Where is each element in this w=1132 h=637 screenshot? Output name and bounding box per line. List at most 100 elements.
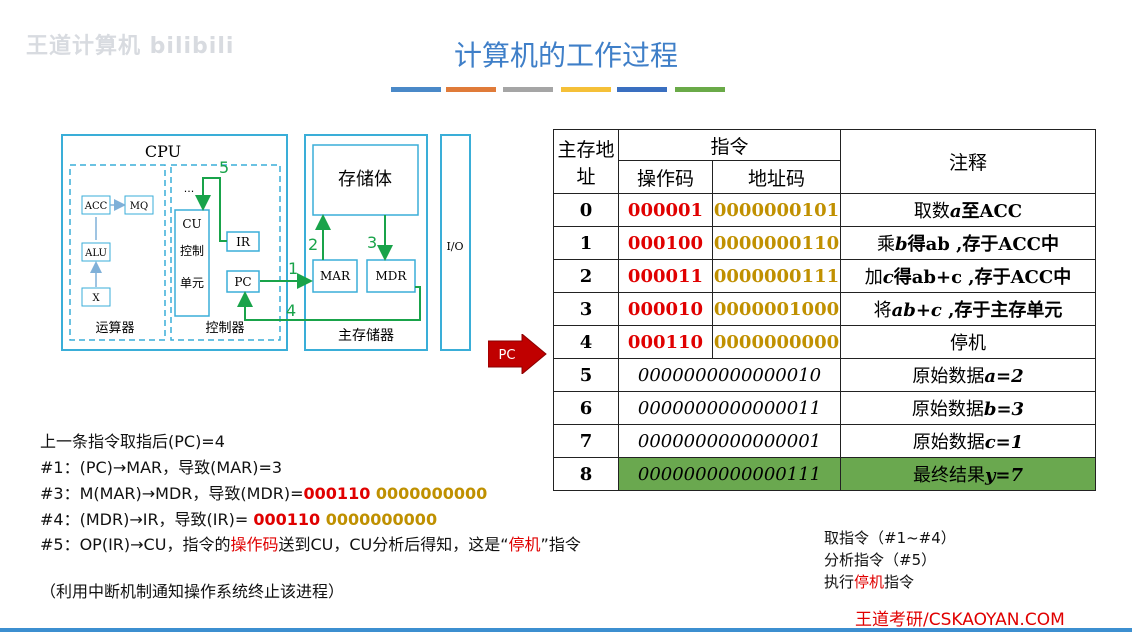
cpu-label: CPU <box>145 142 181 161</box>
row-address: 0000000000 <box>712 325 841 359</box>
mq-label: MQ <box>130 201 148 212</box>
pc-label: PC <box>234 275 251 289</box>
step-4: #4：(MDR)→IR，导致(IR)= 000110 0000000000 <box>40 510 438 529</box>
ir-label: IR <box>236 235 251 249</box>
step-3-label: 3 <box>367 233 377 252</box>
row-note: 原始数据a=2 <box>840 358 1096 392</box>
table-row: 4 000110 0000000000 停机 <box>553 325 1096 359</box>
row-note: 停机 <box>840 325 1096 359</box>
title-stripe-5 <box>617 87 667 92</box>
memory-table: 主存地址 指令 注释 操作码 地址码 0 000001 0000000101 取… <box>553 129 1096 491</box>
step-5: #5：OP(IR)→CU，指令的操作码送到CU，CU分析后得知，这是“停机”指令 <box>40 535 581 554</box>
row-address: 0000000110 <box>712 226 841 260</box>
path-5 <box>195 177 227 242</box>
step-5-label: 5 <box>219 158 229 177</box>
header-opcode: 操作码 <box>618 160 713 194</box>
row-note: 将ab+c ,存于主存单元 <box>840 292 1096 326</box>
cpu-box <box>61 134 288 351</box>
alu-unit-box <box>69 164 166 341</box>
phase-analyze: 分析指令（#5） <box>824 551 937 569</box>
row-addr: 1 <box>553 226 619 260</box>
row-addr: 4 <box>553 325 619 359</box>
title-stripe-2 <box>446 87 496 92</box>
watermark: 王道计算机 bilibili <box>26 34 235 59</box>
dots-label: ... <box>184 182 195 195</box>
row-opcode: 000001 <box>618 193 713 227</box>
mar-label: MAR <box>320 269 351 283</box>
cu-label: CU <box>182 217 201 231</box>
cu-box <box>174 209 210 317</box>
pc-pointer-arrow: PC <box>488 334 547 374</box>
row-addr: 5 <box>553 358 619 392</box>
row-note: 原始数据c=1 <box>840 424 1096 458</box>
table-row: 3 000010 0000001000 将ab+c ,存于主存单元 <box>553 292 1096 326</box>
header-address-code: 地址码 <box>712 160 841 194</box>
table-row: 6 0000000000000011 原始数据b=3 <box>553 391 1096 425</box>
table-row-result: 8 0000000000000111 最终结果y=7 <box>553 457 1096 491</box>
step-1: #1：(PC)→MAR，导致(MAR)=3 <box>40 458 283 477</box>
title-stripe-3 <box>503 87 553 92</box>
alu-unit-label: 运算器 <box>95 321 134 336</box>
row-value: 0000000000000011 <box>618 391 841 425</box>
step-3: #3：M(MAR)→MDR，导致(MDR)=000110 0000000000 <box>40 484 488 503</box>
cu-sub2: 单元 <box>180 276 204 290</box>
control-unit-label: 控制器 <box>205 321 244 336</box>
row-addr: 6 <box>553 391 619 425</box>
storage-body <box>312 144 419 216</box>
row-note: 乘b得ab ,存于ACC中 <box>840 226 1096 260</box>
io-label: I/O <box>446 240 463 253</box>
row-value: 0000000000000010 <box>618 358 841 392</box>
row-note: 加c得ab+c ,存于ACC中 <box>840 259 1096 293</box>
row-address: 0000001000 <box>712 292 841 326</box>
io-box <box>440 134 471 351</box>
row-address: 0000000111 <box>712 259 841 293</box>
brand-logo: 王道考研/CSKAOYAN.COM <box>855 610 1065 630</box>
alu-label: ALU <box>84 248 107 259</box>
step-intro: 上一条指令取指后(PC)=4 <box>40 432 225 451</box>
phase-fetch: 取指令（#1~#4） <box>824 529 956 547</box>
row-value: 0000000000000111 <box>618 457 841 491</box>
architecture-diagram: CPU ACC MQ ALU X 运算器 ... CU 控制 单元 IR PC … <box>61 134 471 351</box>
row-addr: 0 <box>553 193 619 227</box>
row-opcode: 000010 <box>618 292 713 326</box>
title-stripe-4 <box>561 87 611 92</box>
row-addr: 3 <box>553 292 619 326</box>
step-1-label: 1 <box>288 259 298 278</box>
x-label: X <box>92 293 100 304</box>
row-opcode: 000110 <box>618 325 713 359</box>
table-row: 2 000011 0000000111 加c得ab+c ,存于ACC中 <box>553 259 1096 293</box>
table-row: 5 0000000000000010 原始数据a=2 <box>553 358 1096 392</box>
page-title: 计算机的工作过程 <box>453 39 678 72</box>
row-note: 取数a至ACC <box>840 193 1096 227</box>
storage-body-label: 存储体 <box>338 169 392 190</box>
path-4 <box>237 286 421 321</box>
cu-sub1: 控制 <box>180 244 204 258</box>
control-unit-box <box>170 164 281 341</box>
x-register <box>81 287 111 307</box>
phase-execute: 执行停机指令 <box>824 573 915 591</box>
title-stripe-6 <box>675 87 725 92</box>
row-address: 0000000101 <box>712 193 841 227</box>
main-memory-label: 主存储器 <box>338 328 394 344</box>
header-note: 注释 <box>840 129 1096 194</box>
pc-pointer-label: PC <box>499 348 516 363</box>
row-addr: 8 <box>553 457 619 491</box>
title-stripe-1 <box>391 87 441 92</box>
row-opcode: 000100 <box>618 226 713 260</box>
mar-register <box>312 259 358 293</box>
acc-label: ACC <box>84 201 108 212</box>
row-note: 原始数据b=3 <box>840 391 1096 425</box>
table-row: 7 0000000000000001 原始数据c=1 <box>553 424 1096 458</box>
row-opcode: 000011 <box>618 259 713 293</box>
row-addr: 2 <box>553 259 619 293</box>
header-instr: 指令 <box>618 129 841 161</box>
step-4-label: 4 <box>286 301 296 320</box>
row-value: 0000000000000001 <box>618 424 841 458</box>
table-row: 0 000001 0000000101 取数a至ACC <box>553 193 1096 227</box>
table-row: 1 000100 0000000110 乘b得ab ,存于ACC中 <box>553 226 1096 260</box>
header-addr: 主存地址 <box>553 129 619 194</box>
step-2-label: 2 <box>308 235 318 254</box>
mdr-label: MDR <box>376 269 408 283</box>
bottom-accent-line <box>0 628 1132 632</box>
main-memory-box <box>304 134 428 351</box>
